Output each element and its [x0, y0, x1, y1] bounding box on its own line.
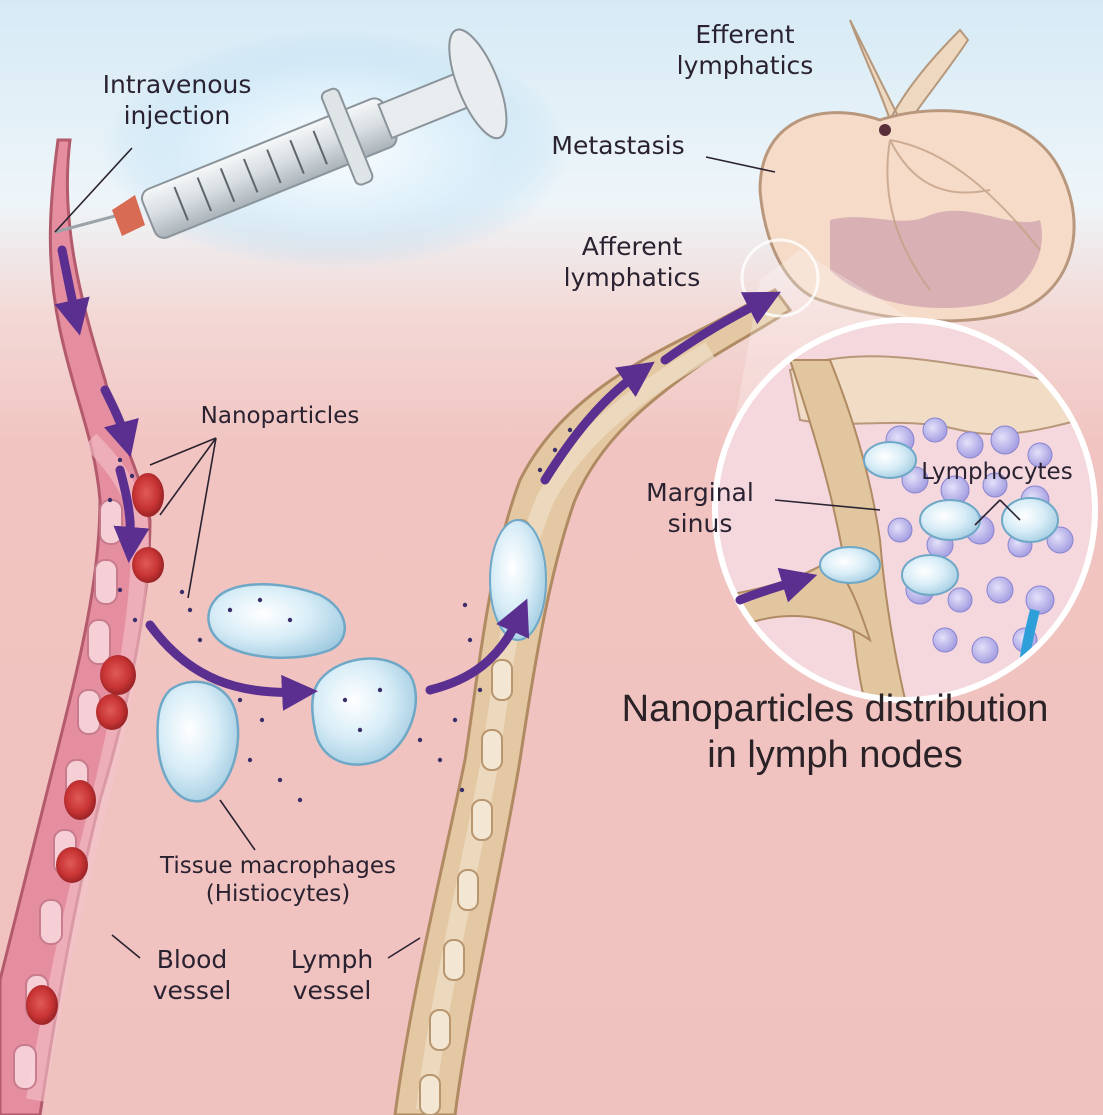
- tissue-macrophages-label: Tissue macrophages (Histiocytes): [160, 852, 396, 908]
- figure-caption: Nanoparticles distribution in lymph node…: [622, 686, 1049, 779]
- marginal-sinus-label: Marginal sinus: [646, 478, 754, 539]
- efferent-line: Efferent: [677, 20, 814, 51]
- lymph-line: Lymph: [291, 945, 374, 976]
- blood-vessel-line: vessel: [153, 976, 232, 1007]
- nanoparticles-label: Nanoparticles: [201, 402, 360, 430]
- metastasis-text: Metastasis: [551, 131, 684, 162]
- nanoparticles-text: Nanoparticles: [201, 402, 360, 430]
- afferent-lymphatics-line: lymphatics: [564, 263, 701, 294]
- caption-line-1: Nanoparticles distribution: [622, 686, 1049, 732]
- blood-vessel-label: Blood vessel: [153, 945, 232, 1006]
- afferent-line: Afferent: [564, 232, 701, 263]
- injection-line: injection: [103, 101, 252, 132]
- efferent-lymphatics-line: lymphatics: [677, 51, 814, 82]
- lymphocytes-text: Lymphocytes: [921, 458, 1072, 486]
- efferent-lymphatics-label: Efferent lymphatics: [677, 20, 814, 81]
- tissue-macrophages-line: Tissue macrophages: [160, 852, 396, 880]
- histiocytes-line: (Histiocytes): [160, 880, 396, 908]
- afferent-lymphatics-label: Afferent lymphatics: [564, 232, 701, 293]
- blood-line: Blood: [153, 945, 232, 976]
- lymph-vessel-line: vessel: [291, 976, 374, 1007]
- marginal-line: Marginal: [646, 478, 754, 509]
- caption-line-2: in lymph nodes: [622, 732, 1049, 778]
- intravenous-injection-label: Intravenous injection: [103, 70, 252, 131]
- sinus-line: sinus: [646, 509, 754, 540]
- metastasis-label: Metastasis: [551, 131, 684, 162]
- intravenous-line: Intravenous: [103, 70, 252, 101]
- lymph-vessel-label: Lymph vessel: [291, 945, 374, 1006]
- lymphocytes-label: Lymphocytes: [921, 458, 1072, 486]
